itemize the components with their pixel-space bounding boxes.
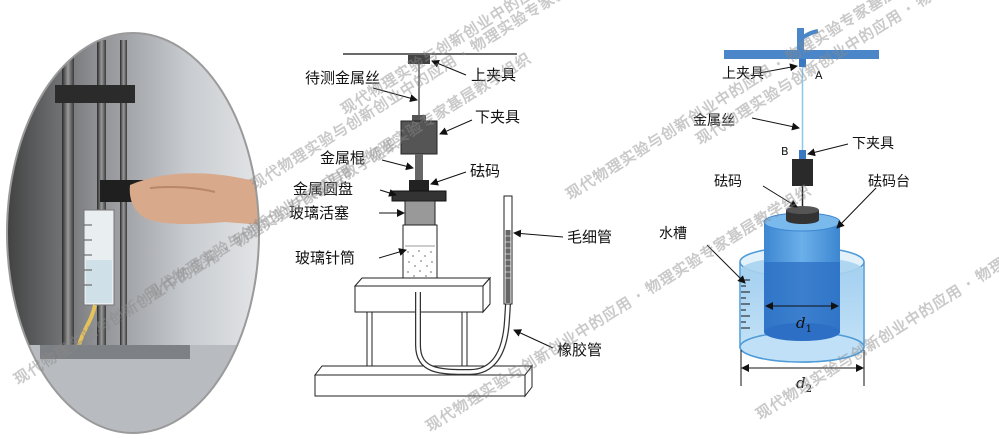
label-weight-platform: 砝码台 bbox=[868, 174, 910, 190]
weight-shape bbox=[409, 180, 429, 191]
upper-clamp-shape bbox=[408, 55, 430, 64]
label-glass-piston: 玻璃活塞 bbox=[289, 204, 349, 222]
label-capillary: 毛细管 bbox=[567, 228, 612, 246]
label-upper-clamp-a: 上夹具 bbox=[471, 66, 516, 84]
label-d1: d1 bbox=[796, 314, 812, 335]
label-water-tank: 水槽 bbox=[659, 226, 687, 242]
label-point-b: B bbox=[781, 145, 789, 158]
label-glass-syringe: 玻璃针筒 bbox=[295, 249, 355, 267]
glass-syringe-shape bbox=[402, 224, 438, 284]
metal-disk-shape bbox=[391, 190, 447, 202]
label-d2: d2 bbox=[796, 374, 812, 395]
label-wire-b: 金属丝 bbox=[693, 113, 735, 129]
lower-clamp-shape bbox=[400, 120, 438, 155]
label-lower-clamp-a: 下夹具 bbox=[475, 108, 520, 126]
metal-rod-shape bbox=[415, 154, 423, 182]
label-rubber-tube: 橡胶管 bbox=[557, 341, 602, 359]
label-wire-a: 待测金属丝 bbox=[305, 69, 380, 87]
label-weight-a: 砝码 bbox=[470, 162, 500, 180]
label-point-a: A bbox=[815, 69, 823, 82]
label-lower-clamp-b: 下夹具 bbox=[852, 136, 894, 152]
lower-clamp-shape-b bbox=[799, 150, 806, 159]
label-weight-b: 砝码 bbox=[714, 174, 742, 190]
label-metal-disk: 金属圆盘 bbox=[293, 180, 353, 198]
label-upper-clamp-b: 上夹具 bbox=[722, 66, 764, 82]
diagram-a: 待测金属丝 上夹具 下夹具 金属棍 砝码 金属圆盘 玻璃活塞 玻璃针筒 毛细管 … bbox=[289, 53, 612, 398]
watermark-text: 现代物理实验与创新创业中的应用 · 物理实验专家基层教学组织 bbox=[248, 0, 640, 193]
diagram-b: 上夹具 A 金属丝 B 下夹具 砝码 砝码台 水槽 d1 d2 bbox=[659, 28, 910, 395]
label-metal-rod: 金属棍 bbox=[320, 149, 365, 167]
upper-clamp-shape-b bbox=[799, 59, 806, 67]
apparatus-photo bbox=[7, 33, 259, 433]
weight-shape-b bbox=[792, 159, 813, 186]
